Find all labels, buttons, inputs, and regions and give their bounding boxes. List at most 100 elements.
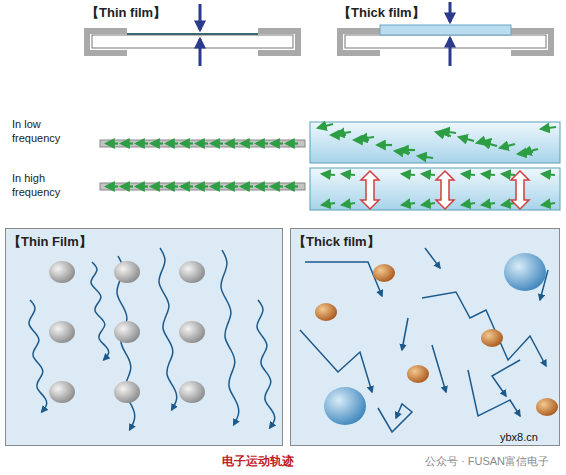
atom bbox=[324, 387, 366, 425]
vibration-arrow bbox=[361, 171, 379, 209]
current-arrow bbox=[226, 185, 238, 187]
thick-film-resistor bbox=[380, 25, 511, 35]
current-arrow bbox=[121, 142, 133, 144]
panel-ground bbox=[5, 228, 283, 446]
panel-heading: 【Thin Film】 bbox=[8, 233, 92, 251]
current-arrow bbox=[271, 142, 283, 144]
current-arrow bbox=[106, 142, 118, 144]
thick-film-resistor bbox=[345, 35, 546, 48]
atom bbox=[315, 303, 337, 321]
current-arrow bbox=[518, 152, 533, 154]
film-heading: 【Thick film】 bbox=[338, 5, 425, 21]
thin-film-resistor bbox=[87, 31, 298, 53]
vibration-arrow bbox=[436, 171, 454, 209]
thin-film-resistor bbox=[127, 33, 258, 35]
panel: 【Thick film】 bbox=[290, 228, 560, 446]
current-arrow bbox=[166, 185, 178, 187]
thick-film-resistor bbox=[340, 25, 551, 53]
current-arrow bbox=[477, 139, 492, 143]
current-arrow bbox=[418, 156, 433, 158]
atom bbox=[373, 264, 395, 282]
electron-path bbox=[159, 248, 177, 410]
electron-path bbox=[432, 345, 446, 392]
vibration-arrow bbox=[361, 171, 529, 209]
electron-path bbox=[468, 370, 520, 416]
thin-film-strip bbox=[100, 140, 305, 190]
current-arrow bbox=[271, 185, 283, 187]
thick-film-strip bbox=[310, 122, 560, 163]
current-arrow bbox=[331, 134, 346, 136]
thick-film-resistor bbox=[511, 31, 551, 53]
current-arrow bbox=[241, 185, 253, 187]
atom bbox=[481, 329, 503, 347]
watermark: 公众号 · FUSAN富信电子 bbox=[425, 455, 549, 469]
current-arrow bbox=[151, 185, 163, 187]
current-arrow bbox=[400, 149, 415, 151]
current-arrow bbox=[422, 203, 435, 205]
current-arrow bbox=[211, 142, 223, 144]
electron-path bbox=[91, 262, 109, 360]
panel-ground bbox=[290, 228, 560, 446]
frequency-label: In low frequency bbox=[12, 118, 86, 146]
thin-film-strip bbox=[100, 183, 305, 190]
panel: 【Thin Film】 bbox=[5, 228, 283, 446]
thickness-arrow bbox=[199, 4, 202, 30]
atom bbox=[179, 381, 205, 403]
current-arrow bbox=[196, 142, 208, 144]
current-arrow bbox=[482, 142, 497, 146]
current-arrow bbox=[441, 131, 456, 133]
current-arrow bbox=[336, 132, 351, 134]
current-arrow bbox=[256, 142, 268, 144]
current-arrow bbox=[402, 203, 415, 205]
atom bbox=[114, 381, 140, 403]
atom bbox=[49, 321, 75, 343]
thick-film-strip bbox=[310, 168, 560, 210]
current-arrow bbox=[181, 142, 193, 144]
thickness-arrow bbox=[449, 2, 452, 22]
current-arrow bbox=[542, 174, 555, 175]
panel-ground bbox=[5, 228, 560, 446]
current-arrow bbox=[286, 142, 298, 144]
electron-path bbox=[492, 360, 520, 396]
atom bbox=[114, 261, 140, 283]
current-arrow bbox=[462, 174, 475, 175]
panel-heading: 【Thick film】 bbox=[293, 233, 380, 251]
thickness-arrow bbox=[199, 39, 202, 66]
current-arrow bbox=[342, 174, 355, 175]
electron-path bbox=[422, 292, 546, 366]
electron-path bbox=[378, 404, 412, 432]
current-arrow bbox=[462, 203, 475, 205]
film-heading: 【Thin film】 bbox=[86, 5, 166, 21]
current-arrow bbox=[322, 174, 335, 175]
atom bbox=[49, 381, 75, 403]
current-arrow bbox=[136, 142, 148, 144]
thin-film-resistor bbox=[258, 31, 298, 53]
current-arrow bbox=[256, 185, 268, 187]
current-arrow bbox=[502, 174, 515, 175]
current-arrow bbox=[322, 203, 335, 205]
current-arrow bbox=[241, 142, 253, 144]
current-arrow bbox=[106, 124, 556, 205]
thickness-arrow bbox=[449, 38, 452, 66]
thickness-arrow bbox=[450, 2, 451, 66]
current-arrow bbox=[482, 203, 495, 205]
current-arrow bbox=[121, 185, 133, 187]
current-arrow bbox=[422, 174, 435, 175]
current-arrow bbox=[196, 185, 208, 187]
current-arrow bbox=[318, 124, 333, 128]
atom bbox=[179, 321, 205, 343]
current-arrow bbox=[436, 132, 451, 136]
electron-path bbox=[29, 248, 275, 430]
current-arrow bbox=[395, 151, 410, 153]
thick-film-strip bbox=[310, 122, 560, 210]
atom bbox=[179, 261, 205, 283]
atom bbox=[407, 365, 429, 383]
atom bbox=[504, 253, 546, 291]
current-arrow bbox=[226, 142, 238, 144]
current-arrow bbox=[136, 185, 148, 187]
current-arrow bbox=[181, 185, 193, 187]
current-arrow bbox=[359, 137, 374, 139]
caption: 电子运动轨迹 bbox=[222, 453, 294, 470]
watermark: ybx8.cn bbox=[500, 431, 538, 445]
thick-film-resistor bbox=[340, 31, 380, 53]
